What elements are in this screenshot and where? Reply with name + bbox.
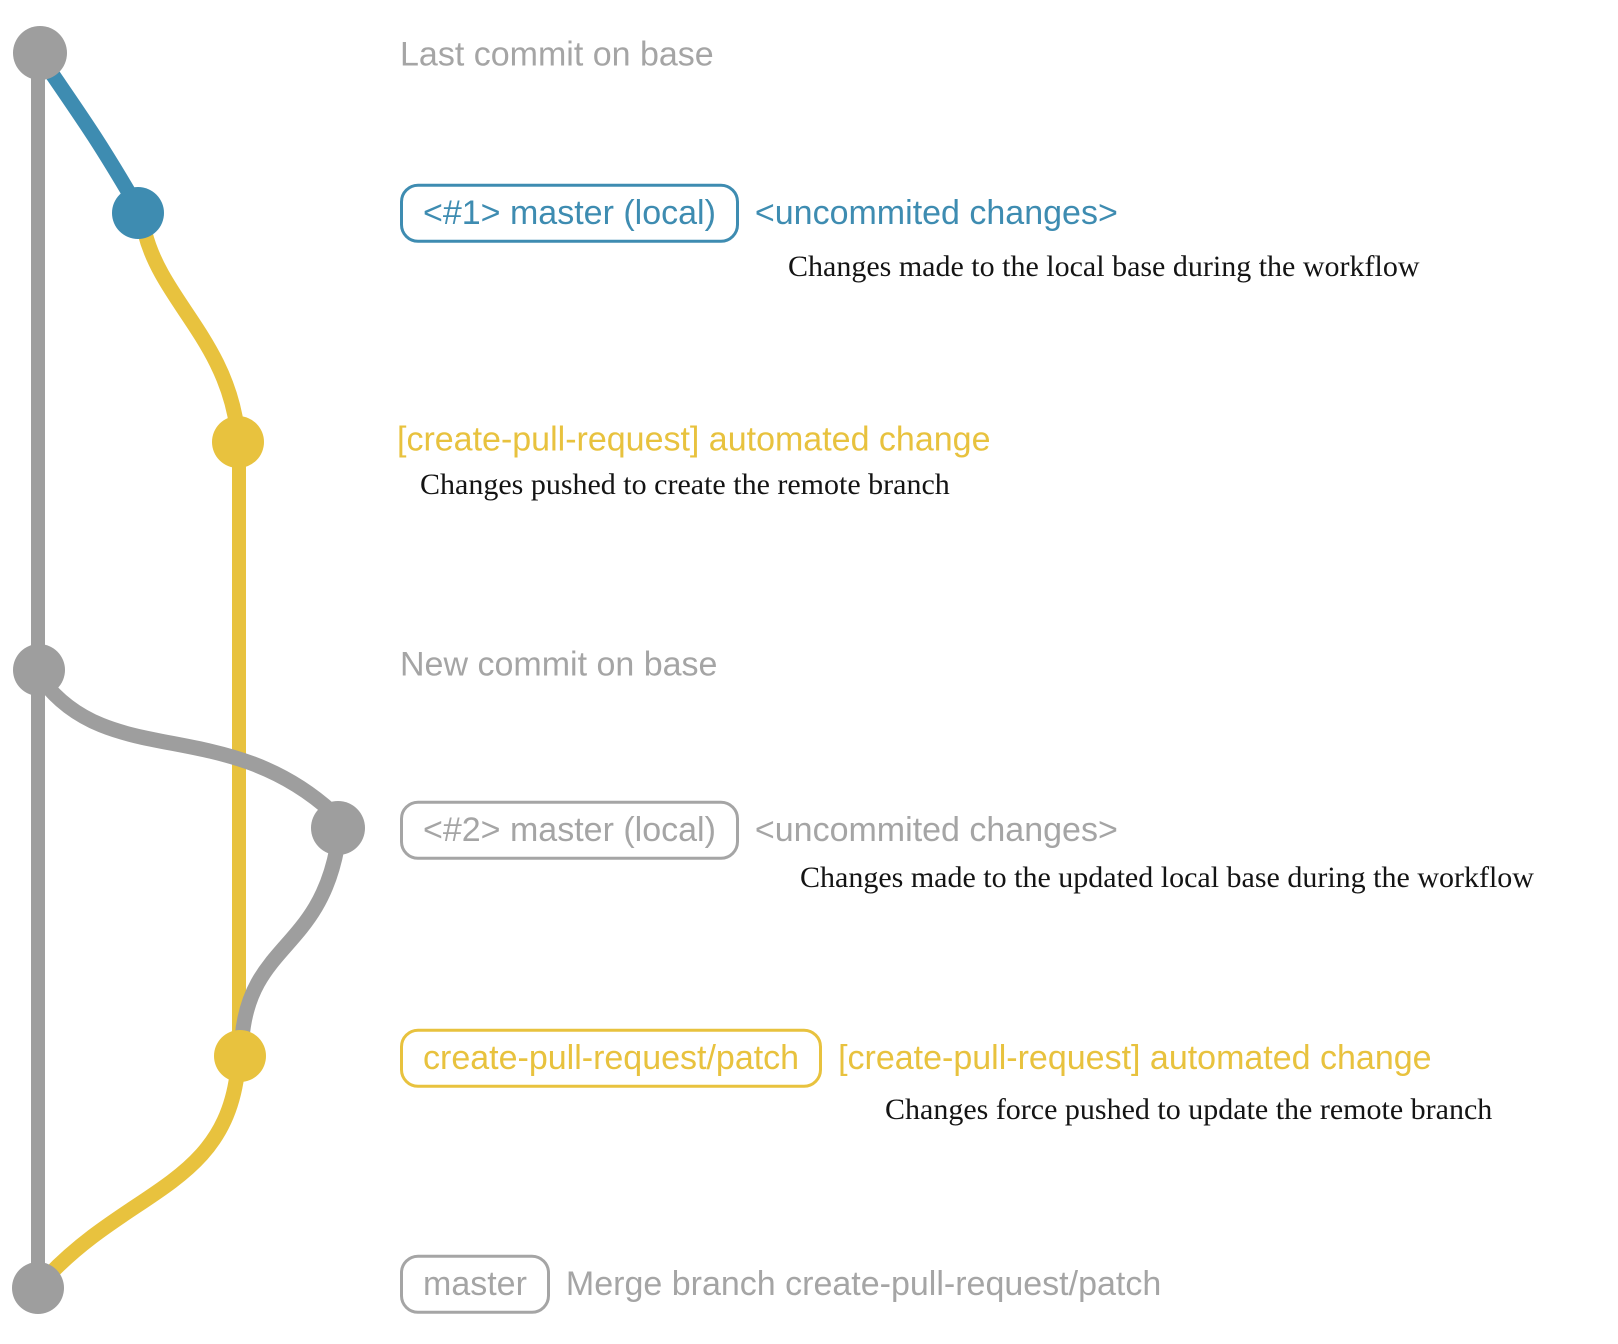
row-automated-change-2: create-pull-request/patch [create-pull-r…: [400, 1028, 1432, 1088]
branch-tag-create-pull-request-patch: create-pull-request/patch: [400, 1028, 823, 1088]
row-local-commit-1: <#1> master (local) <uncommited changes>: [400, 183, 1118, 243]
commit-dot-local1: [112, 187, 164, 239]
commit-message-automated-2: [create-pull-request] automated change: [838, 1038, 1432, 1077]
row-last-commit-on-base: Last commit on base: [400, 36, 714, 75]
new-commit-label: New commit on base: [400, 645, 718, 684]
caption-push-create-branch: Changes pushed to create the remote bran…: [420, 468, 950, 501]
git-graph: [12, 26, 365, 1314]
last-commit-label: Last commit on base: [400, 35, 714, 74]
row-new-commit-on-base: New commit on base: [400, 646, 717, 685]
base-to-local2-curve: [34, 672, 340, 820]
caption-local-changes-1: Changes made to the local base during th…: [788, 250, 1420, 283]
commit-message-uncommited-1: <uncommited changes>: [754, 193, 1118, 232]
local1-to-remote-curve: [137, 225, 245, 436]
caption-local-changes-2: Changes made to the updated local base d…: [800, 861, 1534, 894]
commit-dot-merge: [12, 1262, 64, 1314]
commit-dot-last-base: [13, 26, 67, 80]
row-local-commit-2: <#2> master (local) <uncommited changes>: [400, 800, 1118, 860]
branch-tag-master: master: [400, 1254, 550, 1314]
commit-dot-remote2: [214, 1030, 266, 1082]
commit-message-merge: Merge branch create-pull-request/patch: [565, 1264, 1162, 1303]
base-to-local1-curve: [36, 54, 140, 206]
row-automated-change-1: [create-pull-request] automated change: [397, 421, 990, 460]
branch-tag-master-local-2: <#2> master (local): [400, 800, 739, 860]
remote-to-merge-curve: [40, 1067, 245, 1284]
commit-dot-remote1: [212, 416, 264, 468]
branch-tag-master-local-1: <#1> master (local): [400, 183, 739, 243]
local2-to-remote-curve: [234, 840, 345, 1046]
commit-message-uncommited-2: <uncommited changes>: [754, 810, 1118, 849]
commit-dot-new-base: [13, 644, 65, 696]
commit-dot-local2: [311, 801, 365, 855]
row-merge-commit: master Merge branch create-pull-request/…: [400, 1254, 1162, 1314]
caption-force-push-update: Changes force pushed to update the remot…: [885, 1093, 1493, 1126]
commit-message-automated-1: [create-pull-request] automated change: [397, 420, 991, 459]
